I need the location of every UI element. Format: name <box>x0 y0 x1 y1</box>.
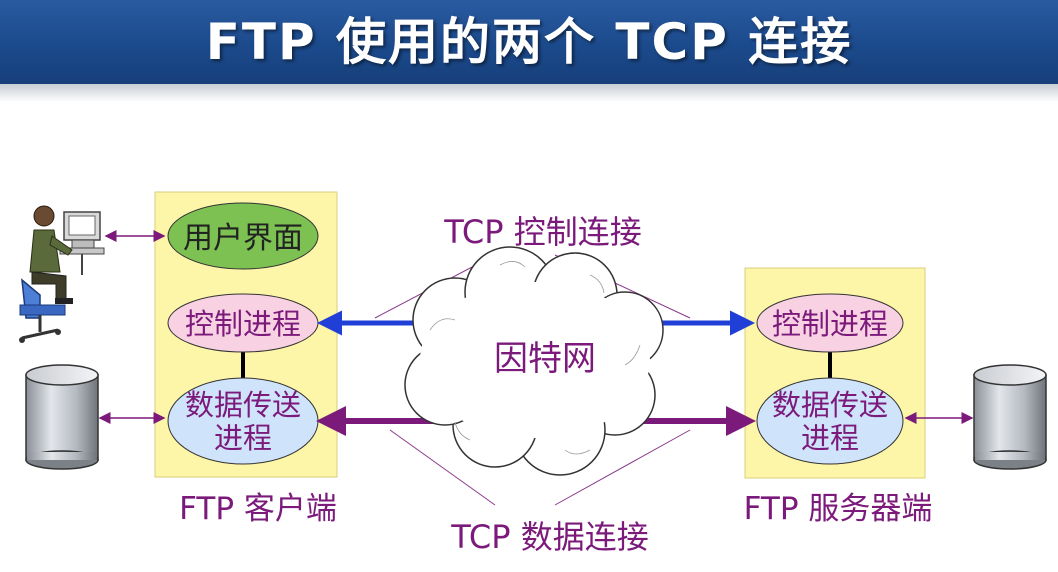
server-data-process-label-1: 数据传送 <box>772 388 888 422</box>
client-data-process-label-2: 进程 <box>214 421 272 455</box>
server-control-process-label: 控制进程 <box>772 307 888 341</box>
server-label: FTP 服务器端 <box>744 491 933 527</box>
user-interface-label: 用户界面 <box>183 221 303 256</box>
server-data-process-ellipse[interactable] <box>756 377 904 465</box>
client-control-process-label: 控制进程 <box>185 307 301 341</box>
control-connection-label: TCP 控制连接 <box>443 213 642 251</box>
cloud-icon <box>404 246 664 476</box>
title-bar: FTP 使用的两个 TCP 连接 <box>0 0 1058 84</box>
server-database-icon <box>973 364 1047 470</box>
internet-label: 因特网 <box>494 339 596 379</box>
client-label: FTP 客户端 <box>179 491 337 527</box>
client-data-process-label-1: 数据传送 <box>185 388 301 422</box>
page-title: FTP 使用的两个 TCP 连接 <box>205 13 853 71</box>
data-connection-label: TCP 数据连接 <box>450 518 649 556</box>
user-at-computer-icon <box>19 205 105 343</box>
server-control-process-ellipse[interactable] <box>756 293 904 353</box>
client-database-icon <box>25 364 99 470</box>
server-data-process-label-2: 进程 <box>801 421 859 455</box>
title-shadow <box>0 84 1058 102</box>
user-interface-ellipse[interactable] <box>167 202 319 270</box>
